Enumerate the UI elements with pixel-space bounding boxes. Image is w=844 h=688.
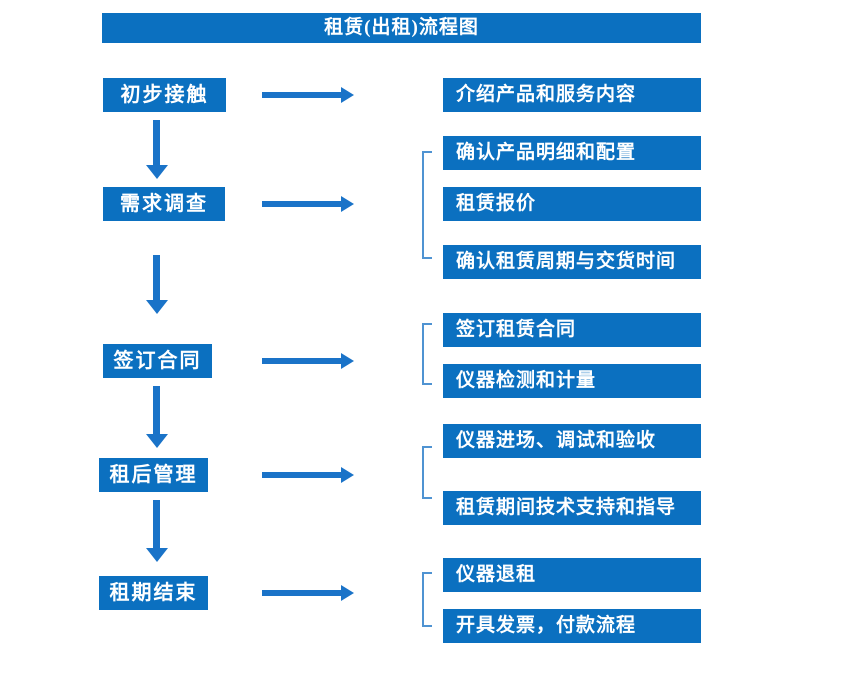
- down-arrow-icon: [146, 500, 168, 562]
- arrow-stem: [262, 472, 342, 478]
- bracket-connector: [422, 572, 432, 627]
- output-box-invoice-payment: 开具发票，付款流程: [443, 609, 701, 643]
- output-box-instrument-return: 仪器退租: [443, 558, 701, 592]
- arrow-head: [341, 87, 354, 103]
- output-box-confirm-period-delivery: 确认租赁周期与交货时间: [443, 245, 701, 279]
- down-arrow-icon: [146, 120, 168, 179]
- bracket-connector: [422, 323, 432, 385]
- stage-box-initial-contact: 初步接触: [103, 78, 226, 112]
- down-arrow-icon: [146, 255, 168, 314]
- arrow-head: [146, 548, 168, 562]
- bracket-connector: [422, 446, 432, 499]
- arrow-stem: [262, 590, 342, 596]
- stage-box-demand-survey: 需求调查: [103, 187, 225, 221]
- arrow-head: [341, 196, 354, 212]
- arrow-stem: [262, 92, 342, 98]
- arrow-stem: [262, 358, 342, 364]
- right-arrow-icon: [262, 196, 354, 212]
- arrow-stem: [153, 120, 160, 166]
- stage-box-sign-contract: 签订合同: [103, 344, 212, 378]
- arrow-head: [146, 165, 168, 179]
- arrow-stem: [153, 500, 160, 549]
- stage-box-post-rental-management: 租后管理: [99, 458, 208, 492]
- arrow-head: [341, 467, 354, 483]
- arrow-stem: [262, 201, 342, 207]
- arrow-head: [146, 300, 168, 314]
- right-arrow-icon: [262, 87, 354, 103]
- output-box-instrument-testing: 仪器检测和计量: [443, 364, 701, 398]
- output-box-confirm-product-config: 确认产品明细和配置: [443, 136, 701, 170]
- stage-box-lease-end: 租期结束: [99, 576, 208, 610]
- bracket-connector: [422, 151, 432, 259]
- arrow-stem: [153, 255, 160, 301]
- output-box-sign-lease-contract: 签订租赁合同: [443, 313, 701, 347]
- right-arrow-icon: [262, 467, 354, 483]
- arrow-head: [146, 434, 168, 448]
- arrow-head: [341, 585, 354, 601]
- down-arrow-icon: [146, 386, 168, 448]
- right-arrow-icon: [262, 585, 354, 601]
- output-box-introduce-products: 介绍产品和服务内容: [443, 78, 701, 112]
- output-box-technical-support: 租赁期间技术支持和指导: [443, 491, 701, 525]
- page-title: 租赁(出租)流程图: [102, 13, 701, 43]
- output-box-rental-quote: 租赁报价: [443, 187, 701, 221]
- arrow-stem: [153, 386, 160, 435]
- arrow-head: [341, 353, 354, 369]
- output-box-instrument-installation: 仪器进场、调试和验收: [443, 424, 701, 458]
- right-arrow-icon: [262, 353, 354, 369]
